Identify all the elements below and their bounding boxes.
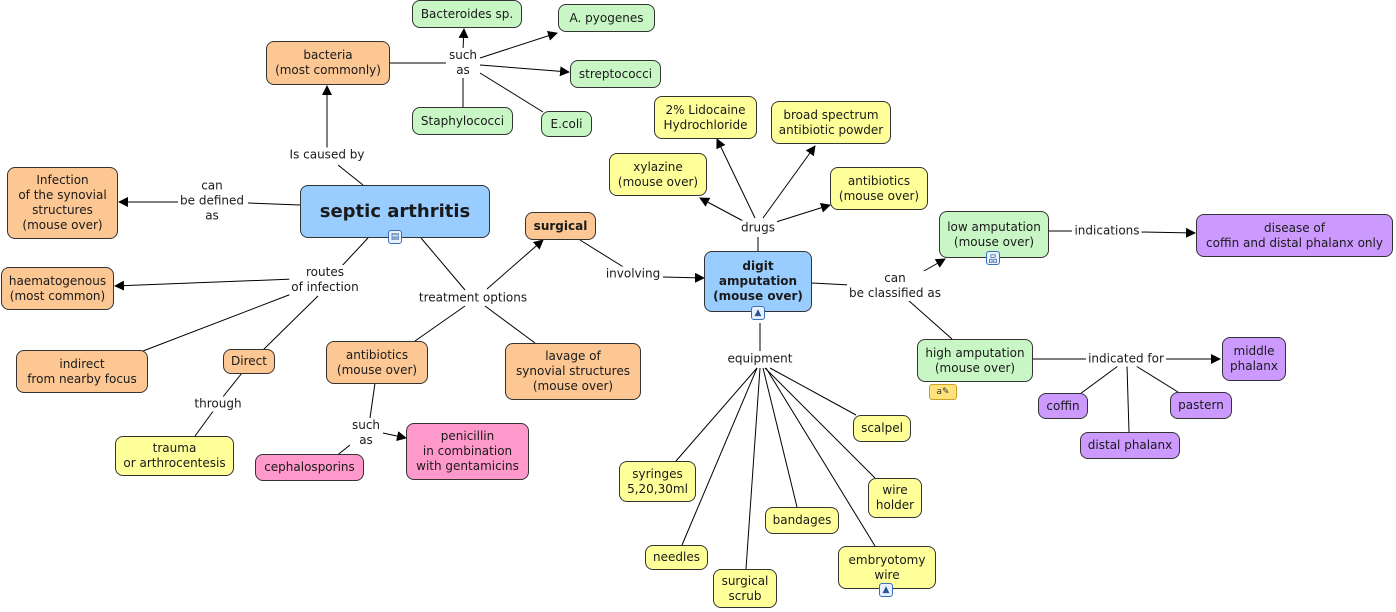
node-haematogenous[interactable]: haematogenous (most common) — [1, 267, 114, 310]
link-label-indications: indications — [1072, 223, 1142, 239]
link-label-such-as: such as — [446, 48, 480, 78]
node-surgical-scrub[interactable]: surgical scrub — [713, 569, 777, 608]
link-label-equipment: equipment — [725, 351, 795, 367]
node-ecoli[interactable]: E.coli — [541, 111, 592, 137]
node-indirect[interactable]: indirect from nearby focus — [16, 350, 148, 393]
node-syringes[interactable]: syringes 5,20,30ml — [619, 461, 696, 502]
node-cephalosporins[interactable]: cephalosporins — [255, 454, 364, 481]
node-trauma[interactable]: trauma or arthrocentesis — [115, 436, 234, 476]
link-label-such-as-2: such as — [349, 418, 383, 448]
node-lidocaine[interactable]: 2% Lidocaine Hydrochloride — [654, 96, 757, 139]
link-label-treatment-options: treatment options — [416, 290, 530, 306]
link-label-is-caused-by: Is caused by — [287, 147, 367, 163]
node-low-amputation[interactable]: low amputation (mouse over) — [939, 211, 1049, 258]
node-surgical[interactable]: surgical — [525, 212, 596, 240]
link-label-involving: involving — [603, 266, 663, 282]
node-streptococci[interactable]: streptococci — [570, 60, 661, 88]
node-embryotomy-wire[interactable]: embryotomy wire — [838, 546, 936, 589]
node-a-pyogenes[interactable]: A. pyogenes — [558, 4, 655, 32]
concept-map-icon[interactable]: 品 — [986, 251, 1000, 265]
node-bandages[interactable]: bandages — [765, 507, 839, 534]
node-antibiotics-drug[interactable]: antibiotics (mouse over) — [830, 167, 928, 210]
link-label-routes-of-infection: routes of infection — [289, 265, 361, 295]
node-distal-phalanx[interactable]: distal phalanx — [1080, 432, 1180, 459]
node-broad-spectrum[interactable]: broad spectrum antibiotic powder — [771, 101, 891, 144]
node-bacteria[interactable]: bacteria (most commonly) — [266, 41, 390, 85]
node-scalpel[interactable]: scalpel — [853, 415, 911, 442]
link-label-can-be-classified-as: can be classified as — [847, 271, 943, 301]
document-image-icon[interactable]: ▤ — [388, 230, 402, 244]
node-high-amputation[interactable]: high amputation (mouse over) — [917, 339, 1033, 382]
node-coffin[interactable]: coffin — [1038, 393, 1088, 419]
node-lavage[interactable]: lavage of synovial structures (mouse ove… — [505, 343, 641, 400]
node-antibiotics-treatment[interactable]: antibiotics (mouse over) — [326, 341, 428, 384]
node-wire-holder[interactable]: wire holder — [868, 478, 922, 518]
node-penicillin[interactable]: penicillin in combination with gentamici… — [406, 423, 529, 480]
node-middle-phalanx[interactable]: middle phalanx — [1222, 337, 1286, 381]
annotation-note-icon[interactable]: a✎ — [929, 384, 957, 400]
link-label-drugs: drugs — [738, 220, 778, 236]
node-digit-amputation[interactable]: digit amputation (mouse over) — [704, 251, 812, 312]
node-staphylococci[interactable]: Staphylococci — [412, 107, 513, 135]
node-infection-synovial[interactable]: Infection of the synovial structures (mo… — [7, 167, 118, 239]
node-xylazine[interactable]: xylazine (mouse over) — [609, 153, 707, 196]
image-icon[interactable]: ▲ — [751, 306, 765, 320]
node-needles[interactable]: needles — [645, 545, 708, 570]
image-icon[interactable]: ▲ — [879, 583, 893, 597]
link-label-indicated-for: indicated for — [1086, 351, 1166, 367]
node-disease-coffin[interactable]: disease of coffin and distal phalanx onl… — [1196, 214, 1393, 257]
link-label-can-be-defined-as: can be defined as — [178, 178, 246, 224]
node-bacteroides[interactable]: Bacteroides sp. — [412, 0, 522, 28]
node-direct[interactable]: Direct — [223, 349, 275, 374]
node-septic-arthritis[interactable]: septic arthritis — [300, 185, 490, 238]
link-label-through: through — [192, 396, 244, 412]
node-pastern[interactable]: pastern — [1170, 392, 1232, 419]
